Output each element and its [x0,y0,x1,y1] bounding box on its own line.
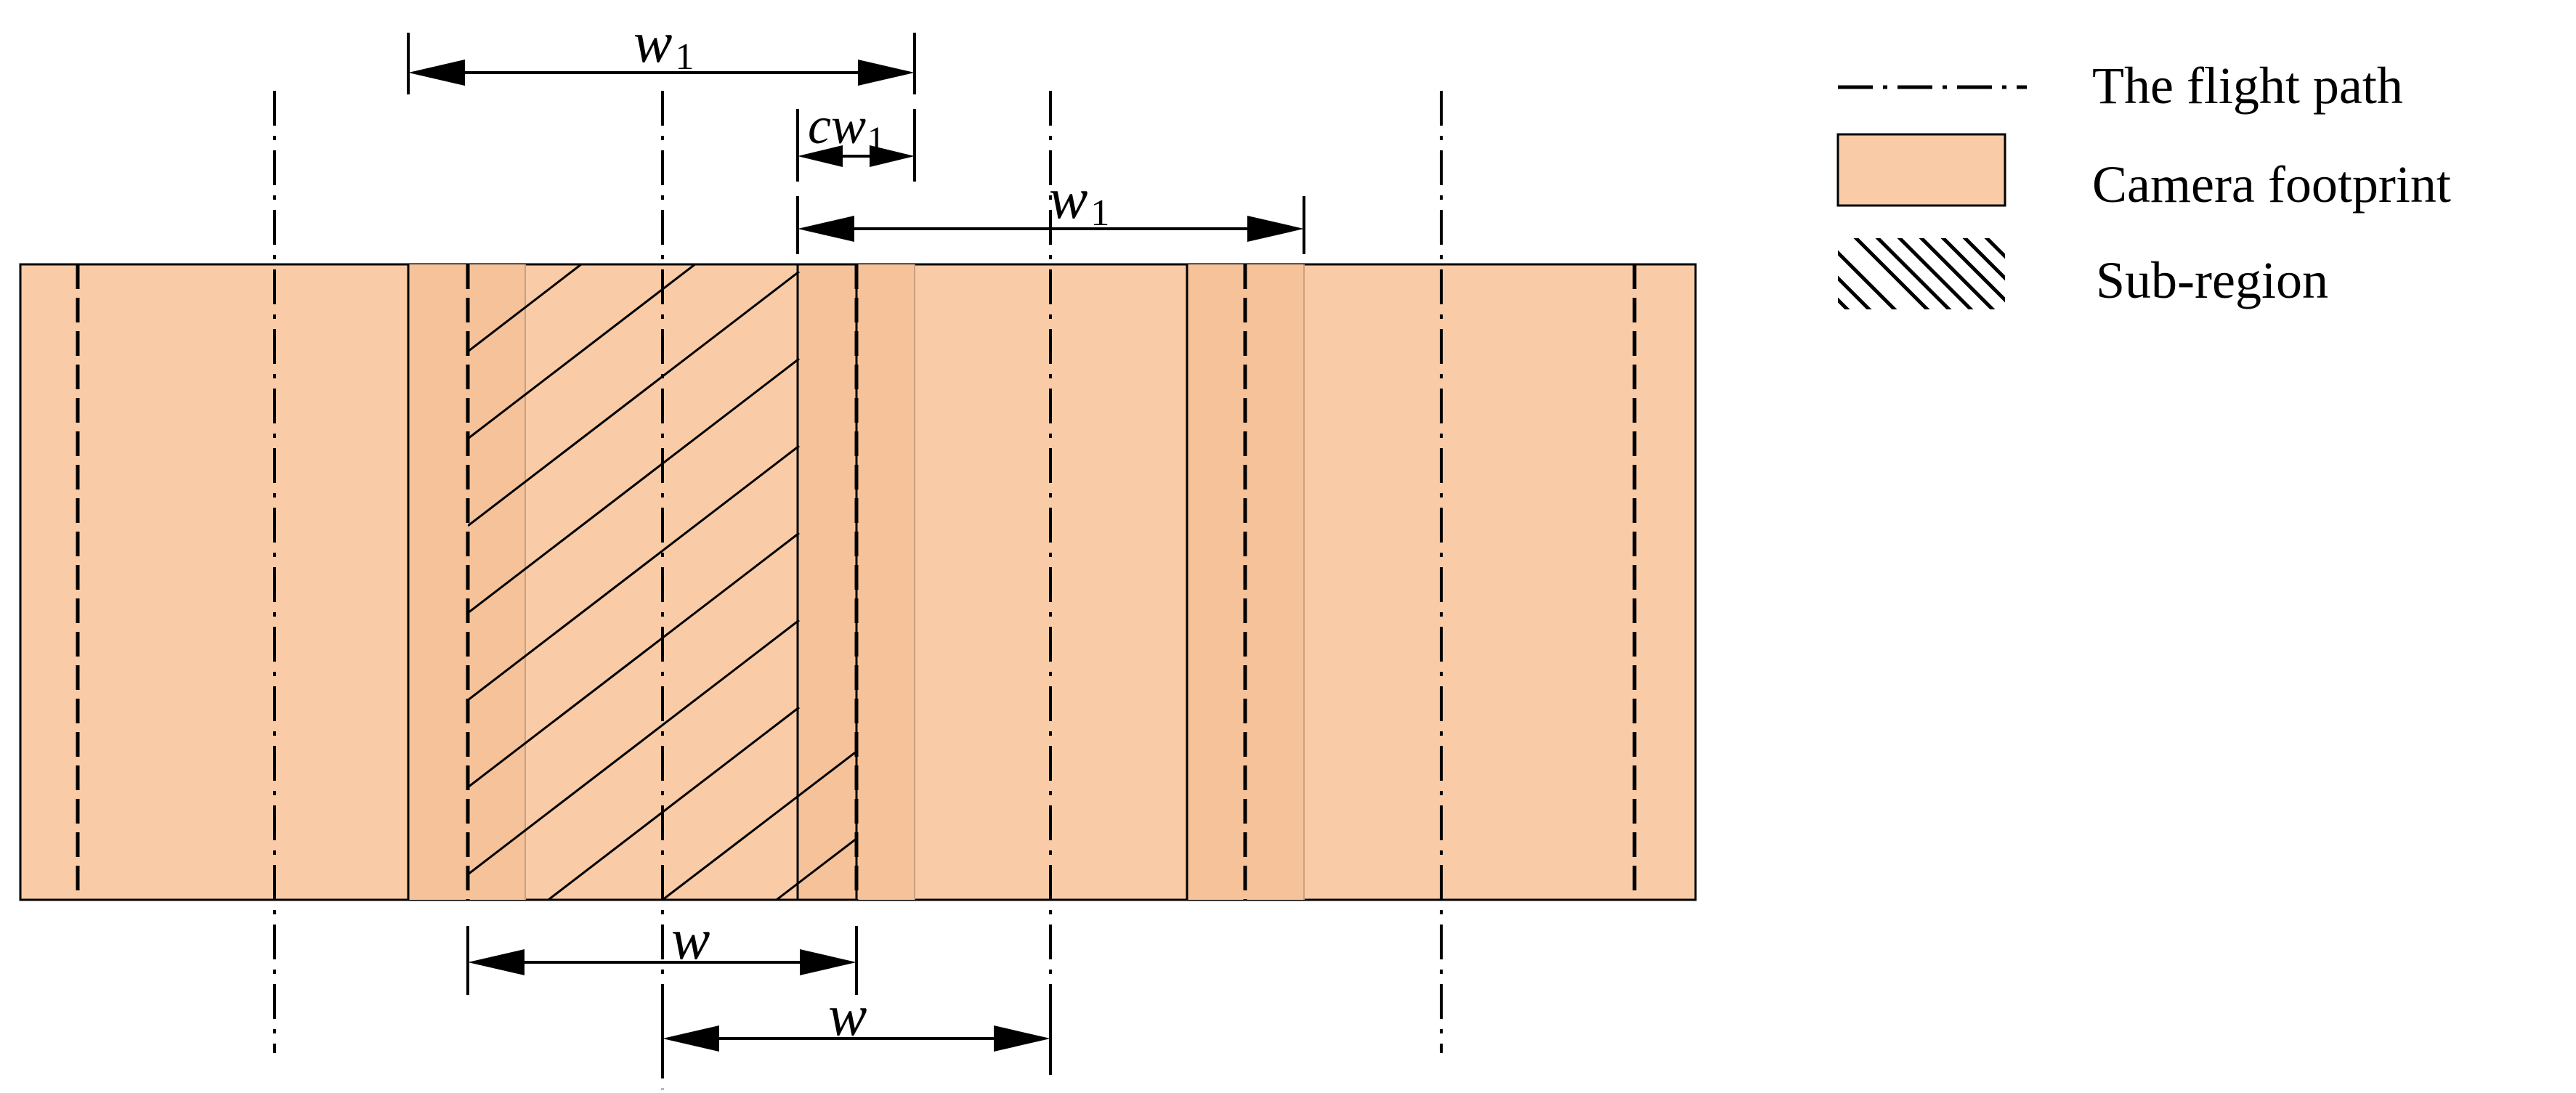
legend-label-flight-path: The flight path [2092,57,2403,115]
legend-label-sub-region: Sub-region [2096,251,2328,309]
dimension-w1-mid [796,196,1305,254]
legend: The flight path Camera footprint Sub-reg… [1836,57,2451,309]
legend-label-camera-footprint: Camera footprint [2092,155,2451,214]
footprint-dashed-lines [76,264,1637,900]
hatched-swatch-icon [1838,238,2005,309]
dimension-w-bottom-2 [661,1006,1052,1075]
camera-footprint-swatch-icon [1836,133,2006,207]
dimension-w-bottom-1 [466,926,858,995]
legend-item-camera-footprint: Camera footprint [1836,133,2451,214]
legend-item-flight-path: The flight path [1838,57,2403,115]
label-w-bottom-2: w [828,984,867,1048]
label-w-bottom-1: w [671,908,710,972]
dimension-w1-top [407,33,916,94]
sub-region-hatch [468,264,856,900]
label-w1-mid: w1 [1049,167,1109,234]
label-w1-top: w1 [633,11,694,78]
flight-paths [273,91,1443,1089]
label-cw1: cw1 [808,97,885,158]
dimension-cw1 [796,109,916,182]
legend-item-sub-region: Sub-region [1838,238,2328,309]
